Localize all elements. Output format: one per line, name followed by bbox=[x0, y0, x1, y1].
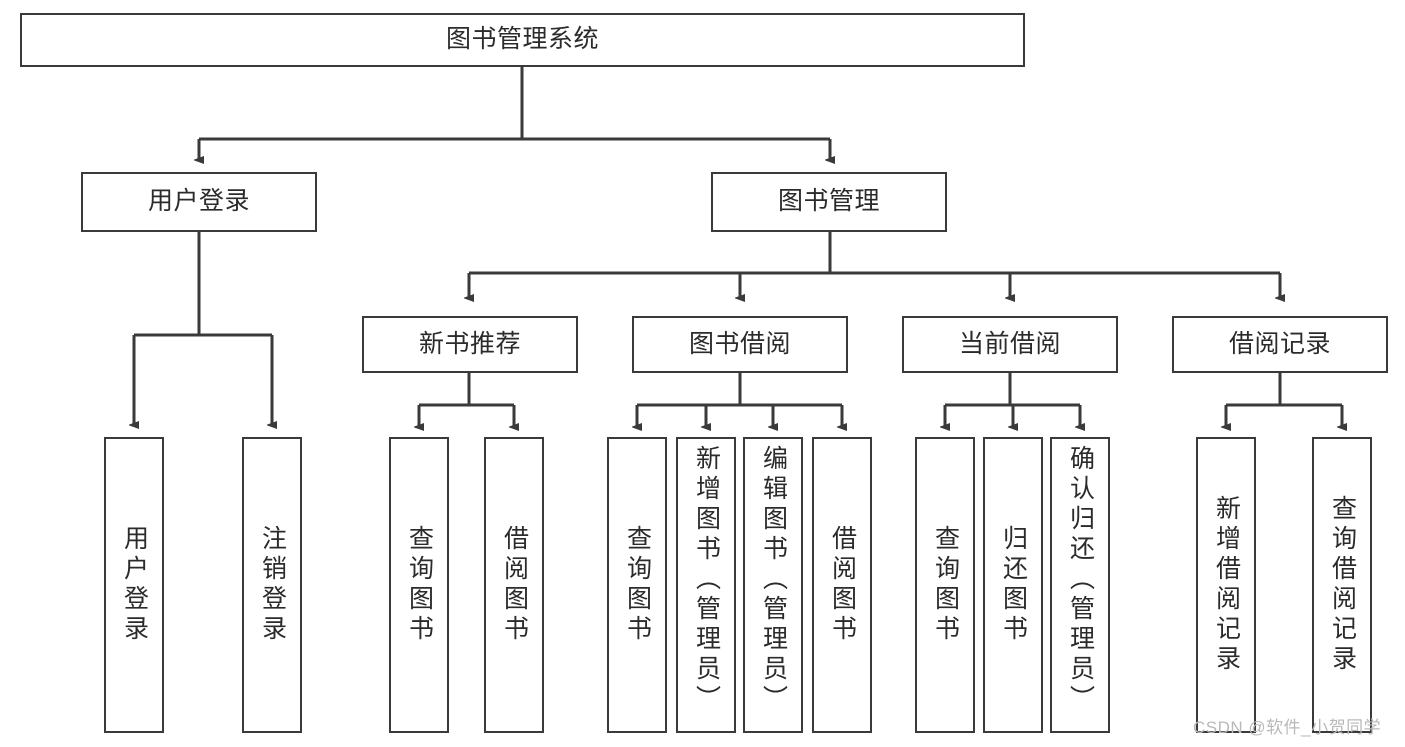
leaf-query-book-recommend[interactable]: 查询图书 bbox=[389, 437, 449, 733]
node-label: 注销登录 bbox=[258, 525, 287, 645]
node-label: 图书管理系统 bbox=[445, 25, 599, 54]
leaf-user-login[interactable]: 用户登录 bbox=[104, 437, 164, 733]
node-label: 查询图书 bbox=[405, 525, 434, 645]
node-label: 借阅图书 bbox=[828, 525, 857, 645]
node-borrowing-record[interactable]: 借阅记录 bbox=[1172, 316, 1388, 373]
csdn-watermark: CSDN @软件_小贺同学 bbox=[1193, 718, 1382, 737]
node-label: 用户登录 bbox=[147, 187, 250, 216]
node-book-management[interactable]: 图书管理 bbox=[711, 172, 947, 232]
node-new-book-recommendation[interactable]: 新书推荐 bbox=[362, 316, 578, 373]
node-label: 归还图书 bbox=[999, 525, 1028, 645]
leaf-query-borrow-record[interactable]: 查询借阅记录 bbox=[1312, 437, 1372, 733]
node-label: 新书推荐 bbox=[418, 329, 521, 358]
node-label: 当前借阅 bbox=[958, 329, 1061, 358]
leaf-add-borrow-record[interactable]: 新增借阅记录 bbox=[1196, 437, 1256, 733]
leaf-borrow-book[interactable]: 借阅图书 bbox=[812, 437, 872, 733]
leaf-logout-login[interactable]: 注销登录 bbox=[242, 437, 302, 733]
node-label: 图书管理 bbox=[777, 187, 880, 216]
leaf-return-book[interactable]: 归还图书 bbox=[983, 437, 1043, 733]
node-label: 借阅记录 bbox=[1228, 329, 1331, 358]
node-label: 新增借阅记录 bbox=[1212, 495, 1241, 675]
leaf-query-book-current[interactable]: 查询图书 bbox=[915, 437, 975, 733]
node-label: 编辑图书（管理员） bbox=[759, 445, 788, 715]
leaf-confirm-return-admin[interactable]: 确认归还（管理员） bbox=[1050, 437, 1110, 733]
node-label: 确认归还（管理员） bbox=[1066, 445, 1095, 715]
leaf-add-book-admin[interactable]: 新增图书（管理员） bbox=[676, 437, 736, 733]
node-user-login[interactable]: 用户登录 bbox=[81, 172, 317, 232]
node-label: 新增图书（管理员） bbox=[692, 445, 721, 715]
node-root-book-management-system[interactable]: 图书管理系统 bbox=[20, 13, 1025, 67]
node-current-borrowing[interactable]: 当前借阅 bbox=[902, 316, 1118, 373]
node-label: 用户登录 bbox=[120, 525, 149, 645]
leaf-edit-book-admin[interactable]: 编辑图书（管理员） bbox=[743, 437, 803, 733]
node-label: 借阅图书 bbox=[500, 525, 529, 645]
node-book-borrowing[interactable]: 图书借阅 bbox=[632, 316, 848, 373]
node-label: 查询图书 bbox=[623, 525, 652, 645]
node-label: 图书借阅 bbox=[688, 329, 791, 358]
node-label: 查询图书 bbox=[931, 525, 960, 645]
leaf-query-book-borrow[interactable]: 查询图书 bbox=[607, 437, 667, 733]
leaf-borrow-book-recommend[interactable]: 借阅图书 bbox=[484, 437, 544, 733]
node-label: 查询借阅记录 bbox=[1328, 495, 1357, 675]
